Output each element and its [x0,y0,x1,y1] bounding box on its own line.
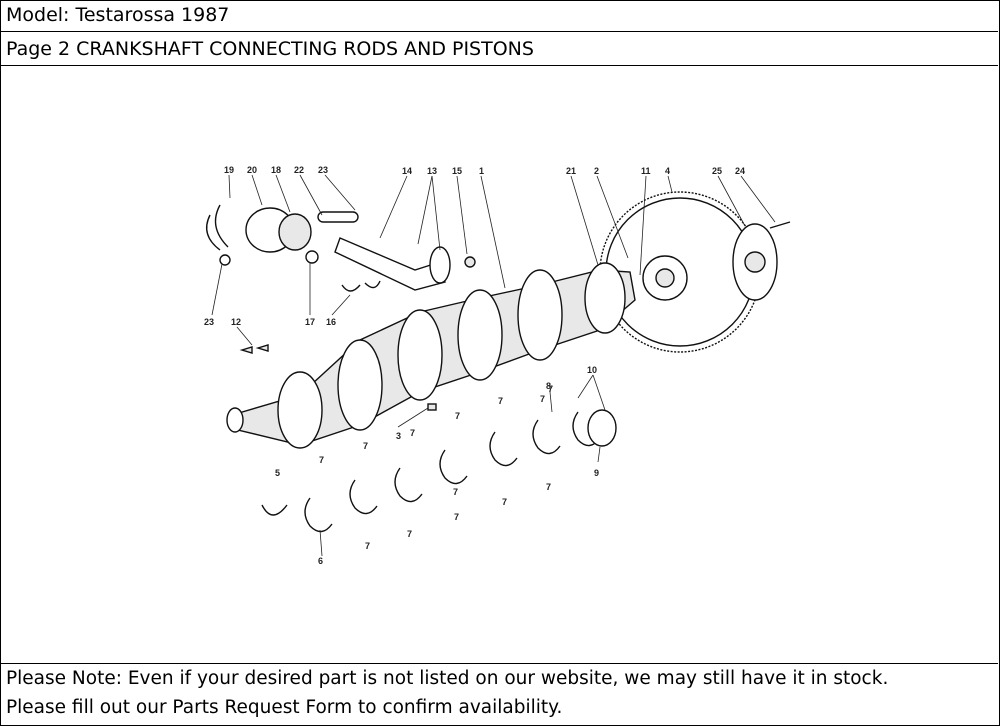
callout-7e: 7 [498,396,503,406]
piston-rings [206,204,231,266]
callout-7i: 7 [454,512,459,522]
crankshaft [226,262,636,449]
callout-13: 13 [427,166,437,176]
callout-25: 25 [712,166,722,176]
page-title: Page 2 CRANKSHAFT CONNECTING RODS AND PI… [0,33,998,66]
callout-7g: 7 [365,541,370,551]
callout-22: 22 [294,165,304,175]
callout-7b: 7 [363,441,368,451]
callout-7d: 7 [455,411,460,421]
footer-note: Please Note: Even if your desired part i… [0,663,998,724]
callout-21: 21 [566,166,576,176]
model-title: Model: Testarossa 1987 [0,0,998,32]
leader-lines [211,174,776,557]
callout-7j: 7 [453,487,458,497]
callout-7c: 7 [410,428,415,438]
callout-7k: 7 [502,497,507,507]
callout-1: 1 [479,166,484,176]
callout-17: 17 [305,317,315,327]
callout-10: 10 [587,365,597,375]
callout-24: 24 [735,166,745,176]
callout-23-lower: 23 [204,317,214,327]
callout-14: 14 [402,166,412,176]
callout-15: 15 [452,166,462,176]
bolt-24 [769,221,791,229]
callout-8: 8 [546,381,551,391]
callout-2: 2 [594,166,599,176]
callout-5: 5 [275,468,280,478]
piston-pin-clips-12 [239,344,269,354]
callout-18: 18 [271,165,281,175]
piston-assembly [245,207,476,291]
callout-3: 3 [396,431,401,441]
footer-note-line1: Please Note: Even if your desired part i… [6,668,889,689]
callout-6: 6 [318,556,323,566]
callout-9: 9 [594,468,599,478]
footer-note-line2: Please fill out our Parts Request Form t… [6,697,563,718]
callout-12: 12 [231,317,241,327]
rod-bearing-shells-16 [341,280,381,292]
exploded-view-drawing: 19 20 18 22 23 14 13 15 1 21 2 11 4 25 2… [204,165,791,566]
callout-7a: 7 [319,455,324,465]
callout-7h: 7 [407,529,412,539]
flywheel [599,191,761,353]
callout-7f: 7 [548,384,553,394]
callout-19: 19 [224,165,234,175]
main-bearing-shells [261,409,617,533]
callout-7m: 7 [540,394,545,404]
callout-23: 23 [318,165,328,175]
flywheel-bolt-plate [732,223,778,301]
callout-labels: 19 20 18 22 23 14 13 15 1 21 2 11 4 25 2… [204,165,745,566]
dowel-3 [427,403,437,411]
callout-20: 20 [247,165,257,175]
callout-4: 4 [665,166,670,176]
callout-7l: 7 [546,482,551,492]
callout-11: 11 [641,166,651,176]
callout-16: 16 [326,317,336,327]
parts-diagram: 19 20 18 22 23 14 13 15 1 21 2 11 4 25 2… [0,67,998,663]
